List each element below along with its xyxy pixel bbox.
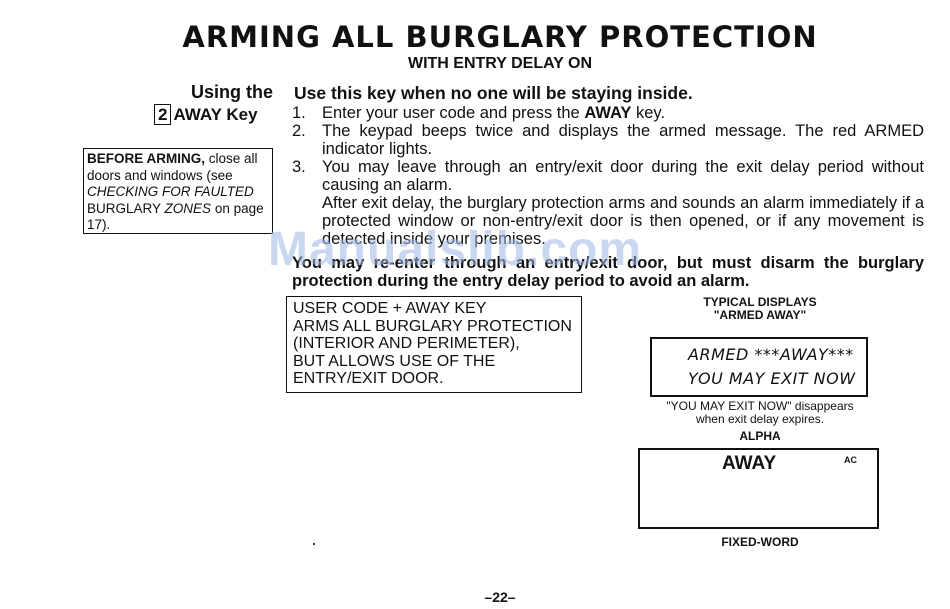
alpha-label: ALPHA [739, 429, 781, 443]
user-code-line: ARMS ALL BURGLARY PROTECTION [293, 317, 572, 335]
user-code-line: ENTRY/EXIT DOOR. [293, 370, 444, 387]
before-arming-text2: BURGLARY [87, 200, 165, 216]
user-code-box: USER CODE + AWAY KEY ARMS ALL BURGLARY P… [286, 296, 582, 393]
lcd-line-1: ARMED ***AWAY*** [688, 345, 854, 364]
watermark: Manualslib.com [268, 223, 643, 276]
before-arming-bold: BEFORE ARMING, [87, 151, 205, 166]
alpha-lcd-display: ARMED ***AWAY*** YOU MAY EXIT NOW [650, 337, 868, 397]
step-item: 3. You may leave through an entry/exit d… [292, 158, 924, 194]
step-text-post: key. [631, 104, 666, 122]
page-title: ARMING ALL BURGLARY PROTECTION [182, 20, 818, 54]
before-arming-italic: CHECKING FOR FAULTED [87, 184, 254, 199]
step-text: Enter your user code and press the AWAY … [322, 104, 924, 122]
before-arming-note: BEFORE ARMING, close all doors and windo… [83, 148, 273, 234]
step-item: 2. The keypad beeps twice and displays t… [292, 122, 924, 158]
key-number-box: 2 [154, 104, 172, 125]
typical-subheading: "ARMED AWAY" [713, 308, 807, 322]
step-text-bold: AWAY [584, 104, 632, 122]
key-label: AWAY Key [173, 105, 258, 124]
step-number: 3. [292, 158, 306, 176]
fixed-word-display: AWAY AC [638, 448, 879, 529]
step-text-pre: Enter your user code and press the [322, 104, 585, 122]
fixed-word-ac-indicator: AC [844, 455, 857, 465]
typical-heading: TYPICAL DISPLAYS [703, 295, 817, 309]
user-code-line: USER CODE + AWAY KEY [293, 300, 487, 317]
lead-text: Use this key when no one will be staying… [294, 83, 693, 103]
page-subtitle: WITH ENTRY DELAY ON [407, 55, 593, 72]
user-code-line: BUT ALLOWS USE OF THE [293, 352, 496, 370]
lcd-note: "YOU MAY EXIT NOW" disappears when exit … [666, 399, 854, 426]
fixed-word-away: AWAY [722, 453, 777, 474]
before-arming-text3: on page 17). [87, 200, 264, 233]
before-arming-italic2: ZONES [164, 200, 212, 216]
step-number: 1. [292, 104, 306, 122]
step-item: 1. Enter your user code and press the AW… [292, 104, 924, 122]
lcd-line-2: YOU MAY EXIT NOW [688, 369, 856, 388]
typical-displays-heading: TYPICAL DISPLAYS "ARMED AWAY" [655, 296, 865, 322]
stray-dot [313, 543, 315, 545]
page-number: –22– [484, 589, 516, 605]
step-text: The keypad beeps twice and displays the … [322, 122, 924, 158]
fixed-word-label: FIXED-WORD [721, 535, 799, 549]
using-the-label: Using the [190, 82, 273, 102]
step-number: 2. [292, 122, 306, 140]
step-text: You may leave through an entry/exit door… [322, 158, 924, 194]
after-exit-text: After exit delay, the burglary protectio… [322, 194, 924, 248]
before-arming-text1: close all doors and windows (see [87, 151, 258, 183]
reentry-warning: You may re-enter through an entry/exit d… [292, 254, 924, 290]
user-code-line: (INTERIOR AND PERIMETER), [293, 335, 520, 352]
steps-list: 1. Enter your user code and press the AW… [292, 104, 924, 248]
